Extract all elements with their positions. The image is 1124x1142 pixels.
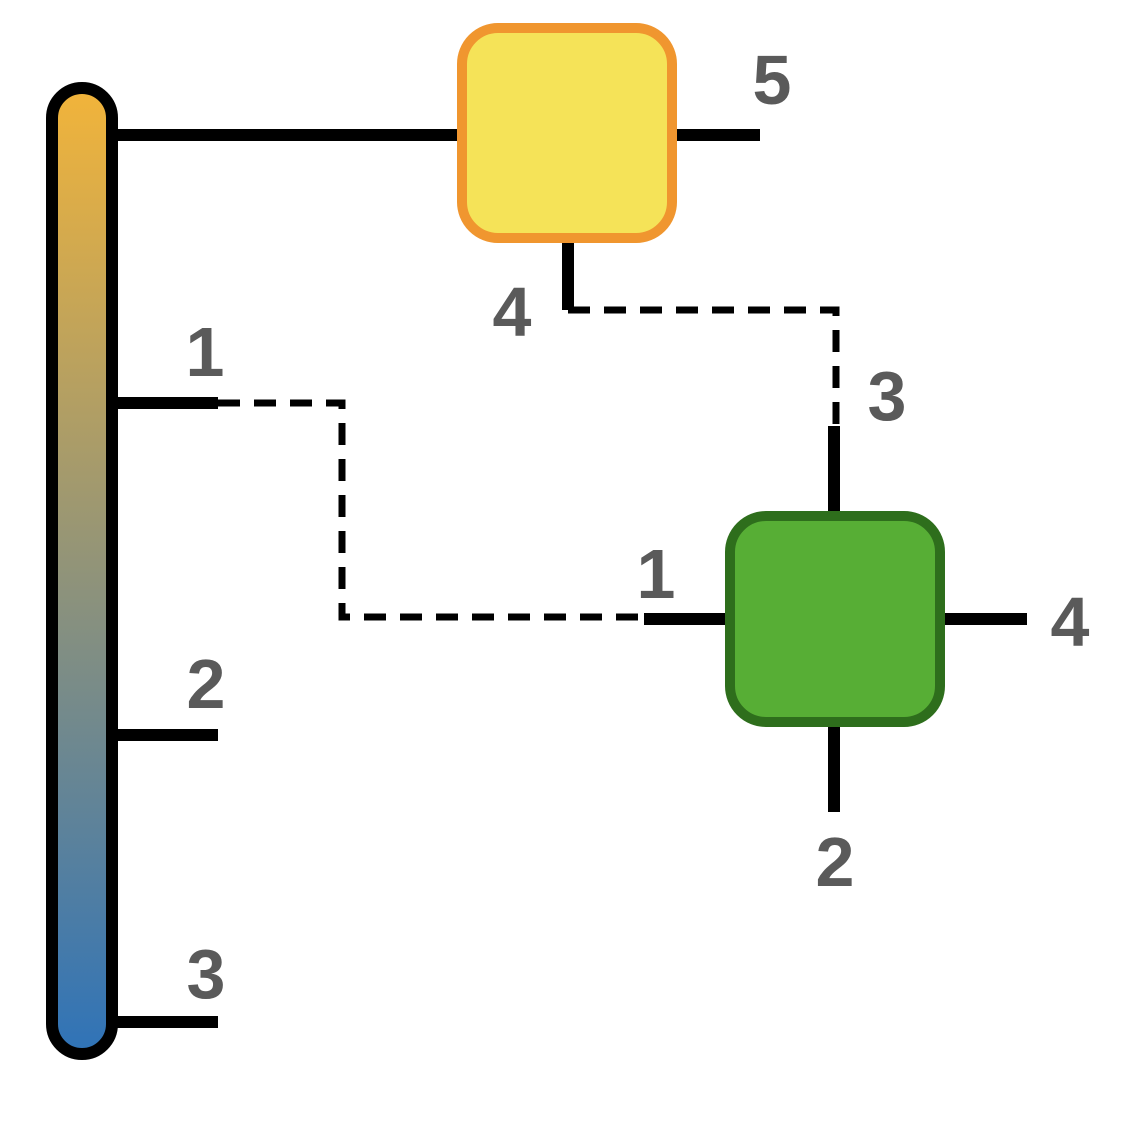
- yellow-port-5-label: 5: [753, 41, 792, 119]
- green-port-2-label: 2: [816, 823, 855, 901]
- dashed-link-bar1-green1: [218, 399, 645, 621]
- yellow-node: [457, 23, 677, 243]
- green-port-1-label: 1: [637, 535, 676, 613]
- bar-port-3-label: 3: [187, 935, 226, 1013]
- green-port-4-label: 4: [1051, 583, 1090, 661]
- vertical-bar: [46, 82, 118, 1060]
- bar-port-2-label: 2: [187, 645, 226, 723]
- bar-port-1-label: 1: [186, 313, 225, 391]
- yellow-port-4-label: 4: [493, 273, 532, 351]
- dashed-link-yellow4-green3: [568, 306, 840, 428]
- green-port-3-label: 3: [868, 357, 907, 435]
- green-node: [725, 511, 945, 727]
